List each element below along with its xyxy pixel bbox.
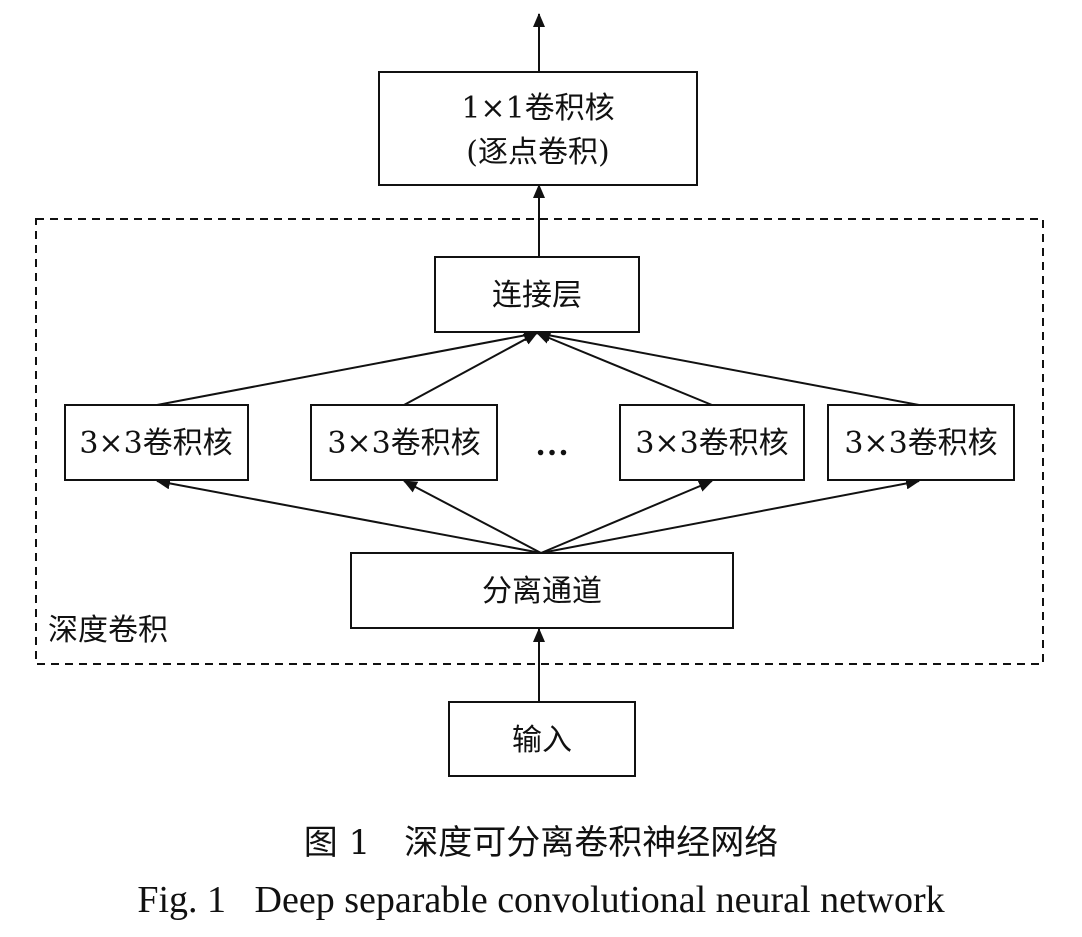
edge-kernel3-to-concat — [536, 332, 713, 406]
edge-split-to-kernel1 — [156, 477, 542, 554]
kernel-label-2: 3×3卷积核 — [327, 426, 480, 461]
figure-caption-chinese: 图 1 深度可分离卷积神经网络 — [304, 823, 778, 863]
split-channels-label: 分离通道 — [482, 574, 602, 609]
pointwise-conv-node: 1×1卷积核 (逐点卷积) — [378, 71, 698, 186]
edge-kernel1-to-concat — [156, 329, 538, 406]
edge-kernel4-to-concat — [536, 329, 920, 406]
pointwise-conv-label: 1×1卷积核 — [461, 91, 614, 126]
input-node: 输入 — [448, 701, 636, 777]
kernel-label-3: 3×3卷积核 — [635, 426, 788, 461]
pointwise-conv-sublabel: (逐点卷积) — [466, 135, 609, 170]
kernel-node-1: 3×3卷积核 — [64, 404, 249, 481]
concat-layer-node: 连接层 — [434, 256, 640, 333]
depthwise-group-boundary — [35, 218, 1044, 665]
edge-split-to-kernel4 — [540, 477, 920, 554]
kernel-ellipsis: … — [535, 426, 569, 463]
depthwise-group-label: 深度卷积 — [48, 613, 168, 648]
kernel-node-2: 3×3卷积核 — [310, 404, 498, 481]
split-channels-node: 分离通道 — [350, 552, 734, 629]
concat-layer-label: 连接层 — [492, 278, 582, 313]
edge-split-to-kernel3 — [540, 480, 713, 554]
figure-caption-english: Fig. 1 Deep separable convolutional neur… — [137, 879, 944, 921]
kernel-label-4: 3×3卷积核 — [844, 426, 997, 461]
edge-kernel2-to-concat — [403, 332, 538, 406]
input-label: 输入 — [512, 723, 572, 758]
edge-split-to-kernel2 — [403, 480, 542, 554]
kernel-node-3: 3×3卷积核 — [619, 404, 805, 481]
kernel-label-1: 3×3卷积核 — [79, 426, 232, 461]
kernel-node-4: 3×3卷积核 — [827, 404, 1015, 481]
